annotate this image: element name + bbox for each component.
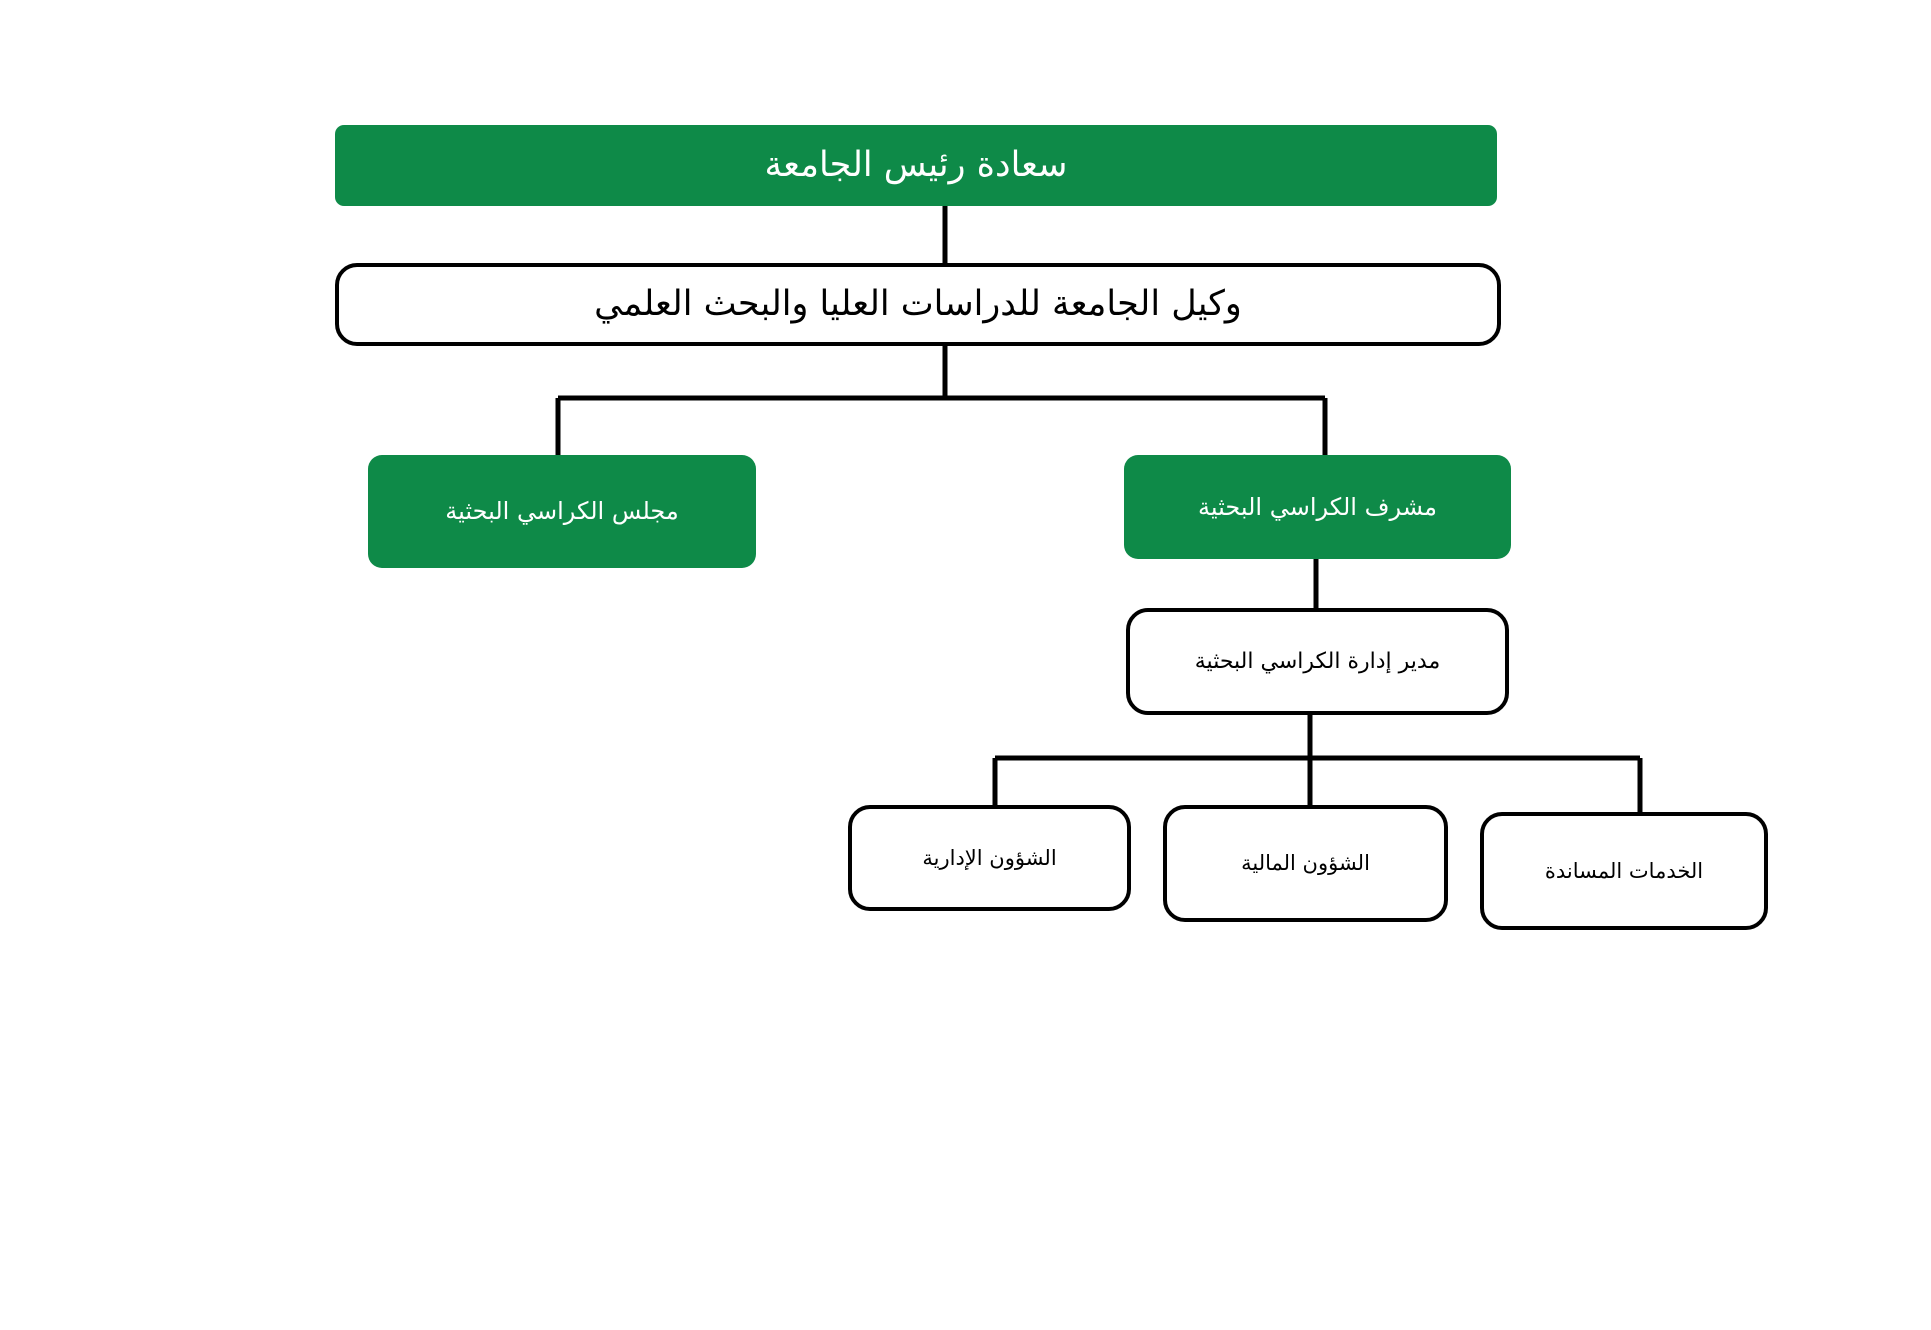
node-vice-president[interactable]: وكيل الجامعة للدراسات العليا والبحث العل… (335, 263, 1501, 346)
node-research-chairs-manager[interactable]: مدير إدارة الكراسي البحثية (1126, 608, 1509, 715)
node-president[interactable]: سعادة رئيس الجامعة (335, 125, 1497, 206)
node-financial-affairs[interactable]: الشؤون المالية (1163, 805, 1448, 922)
node-support-services[interactable]: الخدمات المساندة (1480, 812, 1768, 930)
node-research-chairs-council[interactable]: مجلس الكراسي البحثية (368, 455, 756, 568)
node-research-chairs-supervisor[interactable]: مشرف الكراسي البحثية (1124, 455, 1511, 559)
node-administrative-affairs[interactable]: الشؤون الإدارية (848, 805, 1131, 911)
